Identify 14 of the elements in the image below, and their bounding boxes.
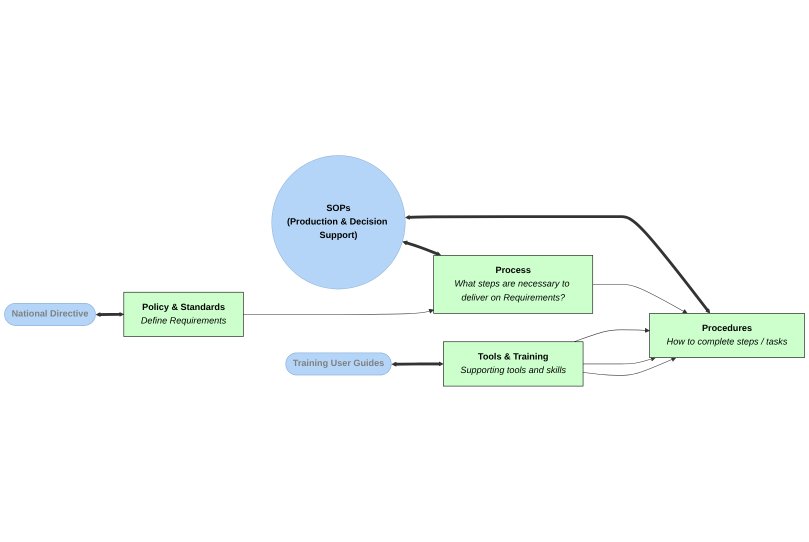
node-box: Tools & Training Supporting tools and skills xyxy=(443,342,584,387)
node-circle: SOPs (Production & Decision Support) xyxy=(271,155,406,290)
arrow xyxy=(402,240,442,256)
arrow xyxy=(405,214,710,314)
node-box: Process What steps are necessary to deliver on Requirements? xyxy=(433,255,594,314)
arrow xyxy=(592,284,688,314)
arrow xyxy=(243,308,434,315)
node-box: Procedures How to complete steps / tasks xyxy=(649,313,805,358)
arrow xyxy=(392,362,444,367)
arrow xyxy=(582,357,676,376)
node-box: Policy & Standards Define Requirements xyxy=(124,292,244,337)
arrow xyxy=(582,356,656,364)
arrow xyxy=(96,312,124,318)
arrow xyxy=(574,328,650,342)
